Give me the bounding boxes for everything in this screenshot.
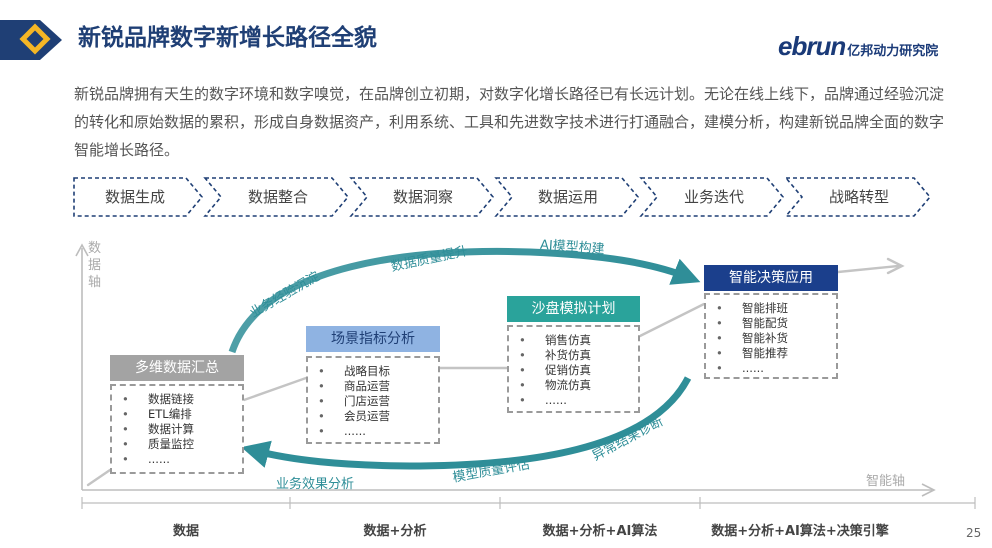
page-title: 新锐品牌数字新增长路径全貌 [78,25,377,51]
list-item: 战略目标 [318,364,438,379]
list-item: ...... [716,361,836,376]
y-axis [75,243,89,490]
list-item: ...... [122,452,242,467]
list-item: 物流仿真 [519,378,638,393]
y-axis-label: 数据轴 [88,241,102,290]
list-item: 质量监控 [122,437,242,452]
list-item: ...... [519,393,638,408]
stage-data-analysis: 数据+分析 [363,524,427,539]
list-item: 智能排班 [716,301,836,316]
top-cycle-arrow [228,247,701,354]
list-item: 促销仿真 [519,363,638,378]
list-item: 补货仿真 [519,348,638,363]
stage-data-analysis-ai: 数据+分析+AI算法 [542,524,658,539]
x-axis [82,483,936,497]
growth-line [86,257,905,487]
process-chevrons [73,177,932,217]
stage-bracket [81,497,976,509]
list-item: 智能补货 [716,331,836,346]
list-item: 智能配货 [716,316,836,331]
list-item: 数据链接 [122,392,242,407]
step-business-iteration: 业务迭代 [683,188,744,206]
process-steps: 数据生成 数据整合 数据洞察 数据运用 业务迭代 战略转型 [0,176,992,218]
list-item: 数据计算 [122,422,242,437]
label-effect: 业务效果分析 [276,477,355,492]
list-item: 销售仿真 [519,333,638,348]
box-title-scenario: 场景指标分析 [306,326,440,352]
list-item: ...... [318,424,438,439]
stage-data-analysis-ai-engine: 数据+分析+AI算法+决策引擎 [711,524,889,539]
step-data-insight: 数据洞察 [392,188,453,206]
brand-logo-icon [0,14,62,66]
box-title-sandbox: 沙盘模拟计划 [507,296,640,322]
step-strategic-transformation: 战略转型 [828,188,889,206]
list-item: ETL编排 [122,407,242,422]
list-item: 会员运营 [318,409,438,424]
list-box-sandbox: 销售仿真 补货仿真 促销仿真 物流仿真 ...... [507,325,640,413]
logo-cn: 亿邦动力研究院 [847,44,939,59]
page-number: 25 [966,526,982,540]
box-title-multidim: 多维数据汇总 [110,355,244,381]
list-box-multidim: 数据链接 ETL编排 数据计算 质量监控 ...... [110,384,244,474]
step-data-integration: 数据整合 [247,188,308,206]
list-box-intelligent: 智能排班 智能配货 智能补货 智能推荐 ...... [704,293,838,379]
logo-word: ebrun [778,31,846,61]
list-item: 商品运营 [318,379,438,394]
box-title-intelligent: 智能决策应用 [704,265,838,291]
stage-data: 数据 [172,524,200,539]
list-box-scenario: 战略目标 商品运营 门店运营 会员运营 ...... [306,356,440,444]
intro-paragraph: 新锐品牌拥有天生的数字环境和数字嗅觉，在品牌创立初期，对数字化增长路径已有长远计… [74,85,945,159]
step-data-application: 数据运用 [537,188,598,206]
step-data-generation: 数据生成 [104,188,165,206]
list-item: 门店运营 [318,394,438,409]
list-item: 智能推荐 [716,346,836,361]
x-axis-label: 智能轴 [866,474,906,489]
bottom-cycle-arrow [241,376,692,470]
